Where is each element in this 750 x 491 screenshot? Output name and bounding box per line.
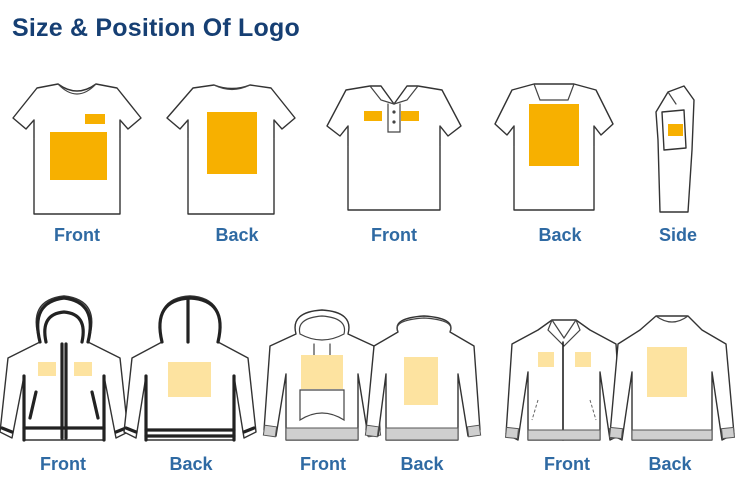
zip-hoodie-front-illustration bbox=[0, 295, 129, 442]
label-polo-front: Front bbox=[371, 225, 417, 245]
logo-area-left-chest bbox=[364, 111, 382, 121]
zip-hoodie-back-illustration bbox=[123, 295, 257, 442]
logo-area-chest bbox=[85, 114, 105, 124]
logo-area-back bbox=[404, 357, 438, 405]
logo-area-right-chest bbox=[401, 111, 419, 121]
label-jacket-front: Front bbox=[544, 454, 590, 474]
pullover-hoodie-back-illustration bbox=[364, 315, 482, 441]
logo-area-left-chest bbox=[538, 352, 554, 367]
pullover-hoodie-front-illustration bbox=[262, 309, 382, 441]
polo-back-illustration bbox=[494, 83, 614, 211]
logo-area-back bbox=[647, 347, 687, 397]
label-jacket-back: Back bbox=[648, 454, 692, 474]
logo-area-back bbox=[168, 362, 211, 397]
logo-area-right-chest bbox=[575, 352, 591, 367]
label-tshirt-front: Front bbox=[54, 225, 100, 245]
logo-area-right-chest bbox=[74, 362, 92, 376]
polo-side-illustration bbox=[655, 85, 695, 213]
logo-area-front bbox=[50, 132, 107, 180]
tshirt-back-illustration bbox=[166, 84, 296, 215]
logo-area-left-chest bbox=[38, 362, 56, 376]
label-zip-hoodie-front: Front bbox=[40, 454, 86, 474]
page-title: Size & Position Of Logo bbox=[12, 14, 300, 42]
label-pullover-hoodie-back: Back bbox=[400, 454, 444, 474]
logo-area-front bbox=[301, 355, 343, 389]
jacket-back-illustration bbox=[608, 315, 736, 441]
polo-front-illustration bbox=[326, 85, 462, 211]
label-polo-back: Back bbox=[538, 225, 582, 245]
tshirt-front-illustration bbox=[12, 83, 142, 215]
label-polo-side: Side bbox=[658, 225, 698, 245]
label-tshirt-back: Back bbox=[215, 225, 259, 245]
jacket-front-illustration bbox=[504, 319, 624, 441]
logo-area-sleeve bbox=[668, 124, 683, 136]
logo-area-back bbox=[207, 112, 257, 174]
logo-area-back bbox=[529, 104, 579, 166]
label-pullover-hoodie-front: Front bbox=[300, 454, 346, 474]
label-zip-hoodie-back: Back bbox=[169, 454, 213, 474]
